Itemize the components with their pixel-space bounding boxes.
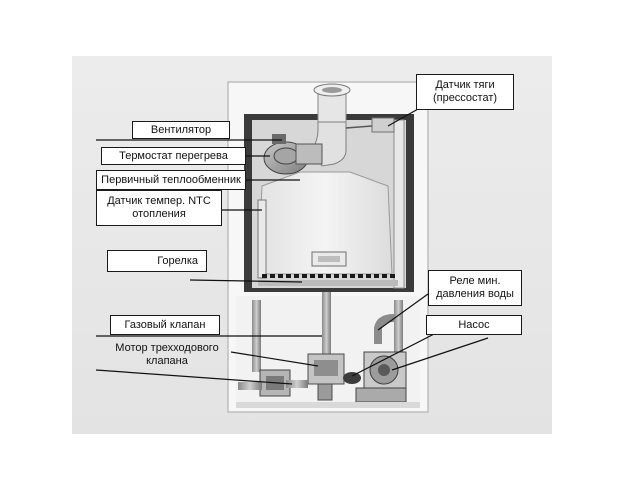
pressostat-body xyxy=(371,117,395,133)
label-ntc-sensor-line1: Датчик темпер. NTC xyxy=(107,195,211,207)
flue-outlet-hole xyxy=(322,87,342,93)
pipe-center xyxy=(322,292,331,356)
label-min-pressure-line2: давления воды xyxy=(436,288,514,300)
three-way-valve xyxy=(238,369,308,397)
label-burner: Горелка xyxy=(107,250,207,272)
label-primary-heat-exchanger: Первичный теплообменник xyxy=(96,170,246,190)
leader-burner xyxy=(189,279,303,283)
bottom-rail xyxy=(236,402,420,408)
label-fan: Вентилятор xyxy=(132,121,230,139)
leader-three-way xyxy=(230,351,319,367)
label-three-way-motor: Мотор трехходового клапана xyxy=(100,338,234,372)
ntc-pipe xyxy=(257,199,267,279)
pressostat-tube xyxy=(345,125,373,129)
fan-assembly xyxy=(263,134,323,175)
pressure-relay-body xyxy=(343,372,361,384)
label-three-way-line1: Мотор трехходового xyxy=(115,342,219,354)
label-min-pressure-line1: Реле мин. xyxy=(449,275,501,287)
label-ntc-sensor-line2: отопления xyxy=(132,208,186,220)
leader-pump-b xyxy=(391,337,489,371)
label-draft-sensor-line2: (прессостат) xyxy=(432,92,498,104)
label-draft-sensor-line1: Датчик тяги xyxy=(435,79,495,91)
label-overheat-thermostat: Термостат перегрева xyxy=(101,147,246,165)
leader-min-pressure xyxy=(377,293,429,331)
burner-manifold xyxy=(258,280,398,286)
leader-pump-a xyxy=(351,331,439,377)
pump-unit xyxy=(355,351,407,403)
pipe-bend xyxy=(374,314,395,344)
pipe-right xyxy=(394,300,403,360)
label-gas-valve: Газовый клапан xyxy=(110,315,220,335)
chamber-right-pipe xyxy=(393,119,405,289)
burner-label-inner xyxy=(318,256,340,262)
label-min-pressure-relay: Реле мин. давления воды xyxy=(428,270,522,306)
label-pump: Насос xyxy=(426,315,522,335)
label-ntc-sensor: Датчик темпер. NTC отопления xyxy=(96,190,222,226)
gas-valve-block xyxy=(307,353,345,401)
label-draft-sensor: Датчик тяги (прессостат) xyxy=(416,74,514,110)
label-three-way-line2: клапана xyxy=(146,355,188,367)
leader-three-way-low xyxy=(95,369,293,385)
